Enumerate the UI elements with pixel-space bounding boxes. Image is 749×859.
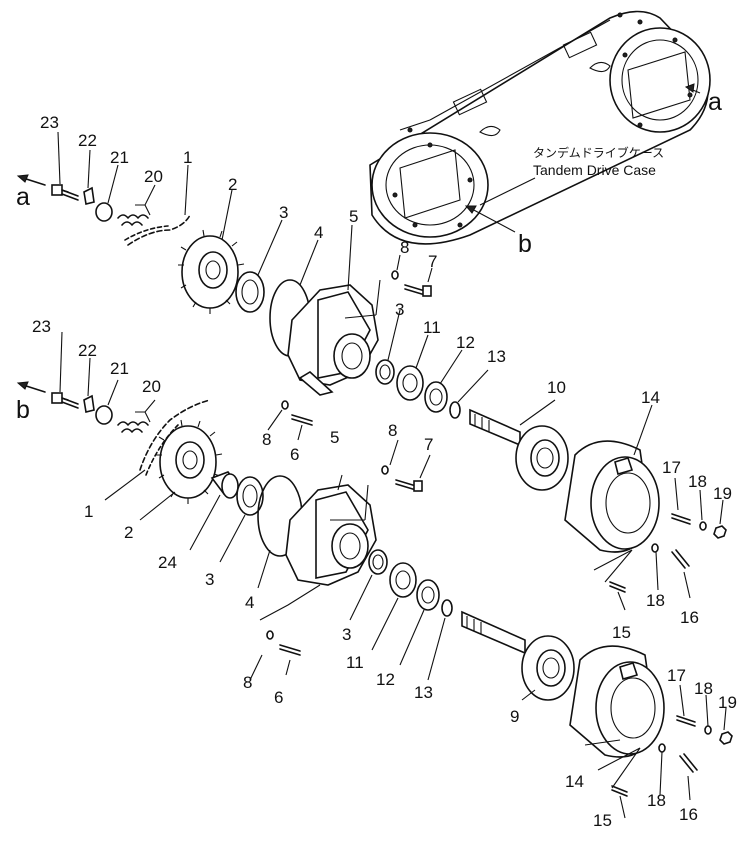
label-b-left: b — [16, 396, 30, 424]
part-13-lower: 13 — [414, 683, 433, 702]
part-4-upper: 4 — [314, 223, 323, 242]
part-21-lower: 21 — [110, 359, 129, 378]
part-14-upper: 14 — [641, 388, 660, 407]
part-17-upper: 17 — [662, 458, 681, 477]
case-caption-japanese: タンデムドライブケース — [533, 145, 664, 160]
part-11-lower: 11 — [346, 653, 364, 672]
part-15-lower: 15 — [593, 811, 612, 830]
part-8-upper-a: 8 — [400, 238, 409, 257]
part-10-upper: 10 — [547, 378, 566, 397]
part-14-lower: 14 — [565, 772, 584, 791]
part-8-lower-a: 8 — [388, 421, 397, 440]
part-5-upper: 5 — [349, 207, 358, 226]
part-15-upper: 15 — [612, 623, 631, 642]
part-19-lower: 19 — [718, 693, 737, 712]
label-a-left: a — [16, 183, 30, 211]
part-19-upper: 19 — [713, 484, 732, 503]
label-a-case: a — [708, 88, 722, 116]
leader-b-case — [469, 207, 516, 233]
part-3-lower-a: 3 — [205, 570, 214, 589]
part-22-upper: 22 — [78, 131, 97, 150]
lower-assembly — [51, 392, 733, 797]
part-6-lower: 6 — [274, 688, 283, 707]
part-16-upper: 16 — [680, 608, 699, 627]
lower-part-numbers: 23 22 21 20 1 2 24 3 4 5 8 7 3 11 12 13 … — [32, 317, 737, 830]
part-21-upper: 21 — [110, 148, 129, 167]
part-12-lower: 12 — [376, 670, 395, 689]
part-20-lower: 20 — [142, 377, 161, 396]
label-b-case: b — [518, 230, 532, 258]
part-23-lower: 23 — [32, 317, 51, 336]
part-1-upper: 1 — [183, 148, 192, 167]
part-5-lower: 5 — [330, 428, 339, 447]
part-18-lower-b: 18 — [647, 791, 666, 810]
part-20-upper: 20 — [144, 167, 163, 186]
part-3-upper-b: 3 — [395, 300, 404, 319]
part-11-upper: 11 — [423, 318, 441, 337]
part-8-upper-b: 8 — [262, 430, 271, 449]
upper-assembly — [51, 184, 727, 593]
part-16-lower: 16 — [679, 805, 698, 824]
leader-lines — [57, 131, 727, 819]
part-13-upper: 13 — [487, 347, 506, 366]
part-24-lower: 24 — [158, 553, 177, 572]
part-23-upper: 23 — [40, 113, 59, 132]
part-22-lower: 22 — [78, 341, 97, 360]
tandem-drive-case — [369, 10, 711, 245]
part-1-lower: 1 — [84, 502, 93, 521]
part-4-lower: 4 — [245, 593, 254, 612]
case-caption-english: Tandem Drive Case — [533, 162, 656, 178]
part-17-lower: 17 — [667, 666, 686, 685]
part-9-lower: 9 — [510, 707, 519, 726]
part-2-lower: 2 — [124, 523, 133, 542]
part-8-lower-b: 8 — [243, 673, 252, 692]
upper-part-numbers: 23 22 21 20 1 2 3 4 5 8 7 3 11 12 13 10 … — [40, 113, 732, 642]
part-12-upper: 12 — [456, 333, 475, 352]
part-7-upper: 7 — [428, 252, 437, 271]
part-18-upper-b: 18 — [646, 591, 665, 610]
part-3-lower-b: 3 — [342, 625, 351, 644]
part-18-upper-a: 18 — [688, 472, 707, 491]
part-3-upper-a: 3 — [279, 203, 288, 222]
part-2-upper: 2 — [228, 175, 237, 194]
part-18-lower-a: 18 — [694, 679, 713, 698]
part-7-lower: 7 — [424, 435, 433, 454]
part-6-upper: 6 — [290, 445, 299, 464]
